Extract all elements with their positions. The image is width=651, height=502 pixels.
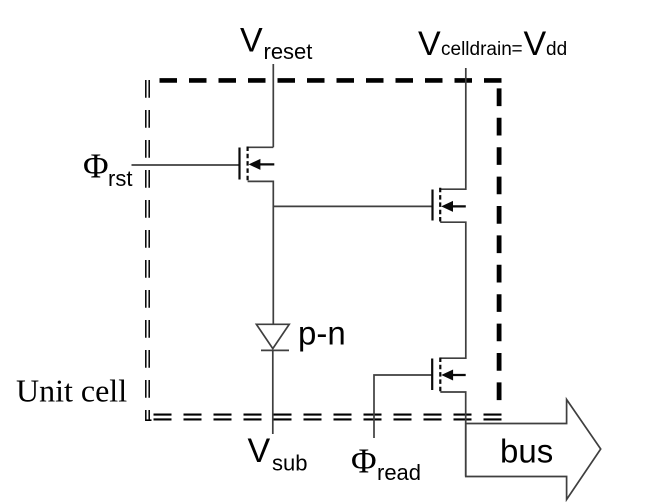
photodiode-triangle — [254, 323, 291, 351]
label-phi-read: Φread — [351, 442, 421, 486]
unit-cell-border — [145, 78, 502, 422]
reset-bulk-arrowhead — [248, 158, 261, 170]
border-left — [145, 80, 152, 422]
wire-read-gate-lead — [373, 374, 433, 438]
wire-reset-source-to-photodiode — [247, 180, 275, 325]
wire-vcelldrain-to-sf-drain — [440, 68, 467, 191]
label-unit-cell: Unit cell — [16, 372, 127, 408]
label-v-reset: Vreset — [240, 22, 312, 65]
read-transistor — [431, 357, 466, 393]
reset-transistor — [238, 146, 275, 183]
bus-label: bus — [500, 432, 553, 469]
wire-sf-source-to-read-drain — [440, 221, 467, 360]
read-bulk-arrowhead — [441, 369, 454, 381]
label-v-celldrain: Vcelldrain=Vdd — [418, 25, 567, 63]
label-pn: p-n — [298, 315, 346, 352]
bus-arrow-shape — [464, 396, 602, 502]
source-follower-transistor — [431, 187, 466, 223]
sf-bulk-arrowhead — [441, 200, 453, 212]
photodiode — [254, 323, 291, 352]
wires — [131, 64, 467, 477]
label-phi-rst: Φrst — [83, 146, 132, 191]
labels: Vreset Vcelldrain=Vdd Φrst Φread Vsub Un… — [16, 22, 567, 486]
border-bottom — [153, 413, 502, 421]
bus-arrow: bus — [464, 396, 602, 502]
label-v-sub: Vsub — [248, 432, 308, 476]
wire-read-source-to-bus — [440, 391, 467, 477]
